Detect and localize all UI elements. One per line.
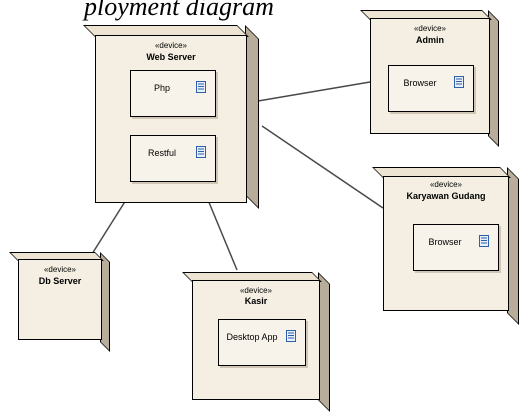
- document-icon: [196, 146, 206, 158]
- node-karyawan-gudang[interactable]: «device» Karyawan Gudang Browser: [372, 167, 519, 325]
- node-db-server-body: «device» Db Server: [18, 259, 102, 340]
- node-name: Db Server: [38, 276, 82, 286]
- node-name: Web Server: [146, 52, 196, 62]
- connector-web-db: [91, 199, 127, 255]
- component-label: Browser: [428, 237, 462, 247]
- node-web-server-body: «device» Web Server Php Restful: [95, 35, 247, 203]
- node-stereotype: «device»: [239, 286, 273, 295]
- component-label: Restful: [147, 148, 176, 158]
- node-admin[interactable]: «device» Admin Browser: [360, 10, 499, 147]
- component-label: Browser: [403, 78, 437, 88]
- connector-web-karyawan: [261, 125, 384, 209]
- document-icon: [286, 330, 296, 342]
- node-stereotype: «device»: [429, 180, 463, 189]
- node-stereotype: «device»: [43, 265, 77, 274]
- document-icon: [479, 235, 489, 247]
- node-stereotype: «device»: [154, 41, 188, 50]
- node-kasir[interactable]: «device» Kasir Desktop App: [182, 272, 330, 412]
- connector-web-kasir: [207, 199, 238, 271]
- node-name: Kasir: [244, 296, 268, 306]
- document-icon: [196, 81, 206, 93]
- connectors-layer: [91, 81, 384, 271]
- node-db-server[interactable]: «device» Db Server: [9, 252, 110, 352]
- deployment-diagram: ployment diagram «device» Web Server Php…: [9, 0, 519, 412]
- component-browser[interactable]: Browser: [413, 224, 499, 271]
- node-kasir-body: «device» Kasir Desktop App: [192, 280, 320, 400]
- document-icon: [454, 76, 464, 88]
- component-desktop-app[interactable]: Desktop App: [218, 319, 306, 366]
- node-name: Admin: [416, 35, 444, 45]
- node-web-server[interactable]: «device» Web Server Php Restful: [83, 25, 267, 209]
- component-label: Desktop App: [226, 332, 278, 342]
- node-stereotype: «device»: [413, 24, 447, 33]
- component-browser[interactable]: Browser: [388, 65, 474, 112]
- connector-web-admin: [257, 81, 371, 102]
- node-name: Karyawan Gudang: [406, 191, 486, 201]
- diagram-caption: ployment diagram: [84, 0, 274, 21]
- component-label: Php: [153, 83, 170, 93]
- node-admin-body: «device» Admin Browser: [370, 18, 490, 134]
- component-restful[interactable]: Restful: [130, 135, 216, 182]
- component-php[interactable]: Php: [130, 70, 216, 117]
- node-karyawan-gudang-body: «device» Karyawan Gudang Browser: [383, 176, 509, 311]
